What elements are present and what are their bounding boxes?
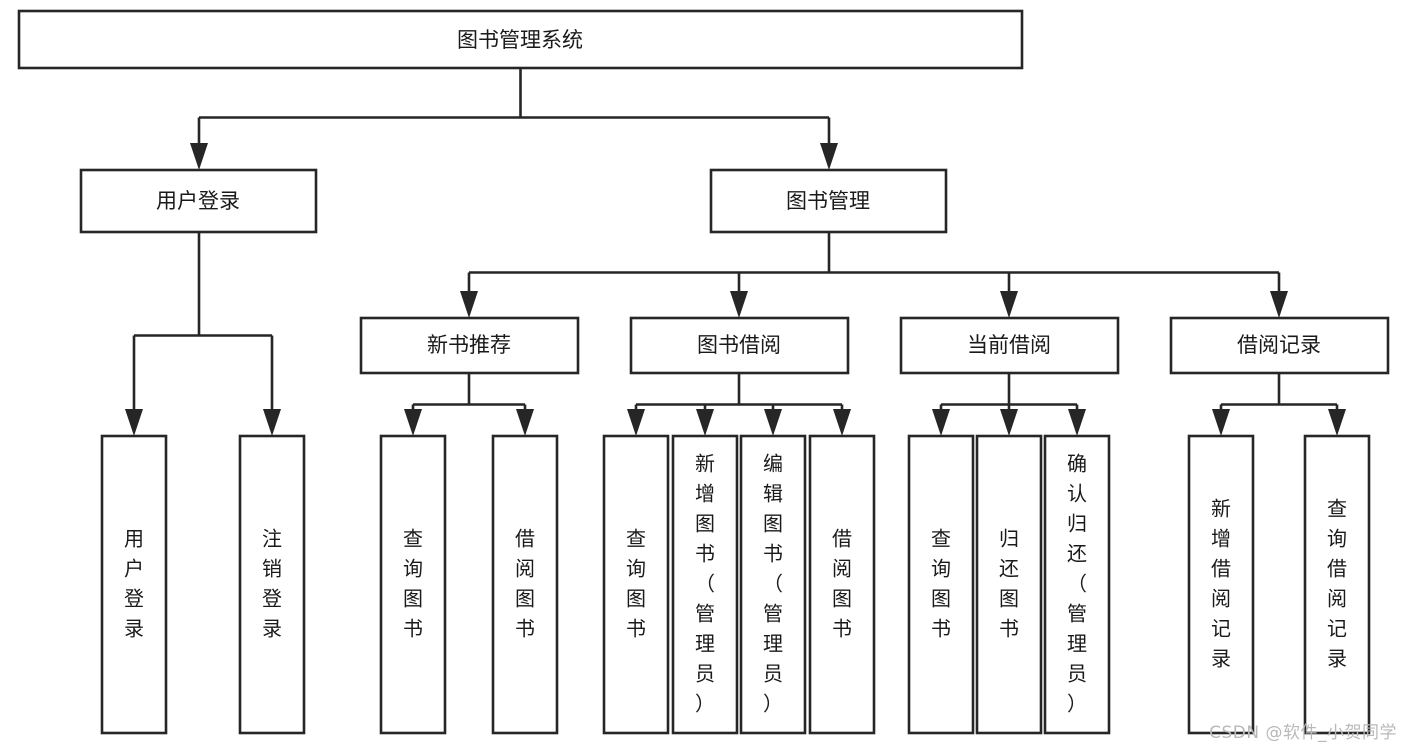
node-book-borrow-label: 图书借阅	[697, 333, 781, 357]
arrow-head-bm-child1	[730, 291, 748, 318]
node-leaf-label: 查询图书	[931, 527, 951, 641]
arrow-head-br-child1	[1328, 409, 1346, 436]
node-leaf-current-borrow-0[interactable]: 查询图书	[907, 434, 975, 735]
node-leaf-current-borrow-2[interactable]: 确认归还（管理员）	[1043, 434, 1111, 735]
arrow-head-ul-child1	[263, 409, 281, 436]
node-root-box[interactable]	[17, 9, 1024, 70]
arrow-head-nb-child1	[516, 409, 534, 436]
node-new-book-recommend[interactable]: 新书推荐	[359, 316, 580, 375]
node-borrow-record-box[interactable]	[1169, 316, 1390, 375]
csdn-watermark: CSDN @软件_小贺同学	[1209, 723, 1397, 743]
connector-group-book-borrow	[627, 373, 851, 436]
connector-group-root	[190, 68, 838, 170]
node-leaf-label: 查询图书	[403, 527, 423, 641]
node-user-login-label: 用户登录	[156, 189, 240, 213]
node-leaf-box[interactable]	[379, 434, 447, 735]
node-leaf-new-book-1[interactable]: 借阅图书	[491, 434, 559, 735]
arrow-head-ul-child0	[125, 409, 143, 436]
connector-group-new-book	[404, 373, 534, 436]
node-leaf-book-borrow-1[interactable]: 新增图书（管理员）	[671, 434, 739, 735]
node-current-borrow[interactable]: 当前借阅	[899, 316, 1120, 375]
arrow-head-user-login	[190, 143, 208, 170]
node-leaf-borrow-record-1[interactable]: 查询借阅记录	[1303, 434, 1371, 735]
node-leaf-label: 查询图书	[626, 527, 646, 641]
node-leaf-box[interactable]	[1303, 434, 1371, 735]
node-leaf-label: 借阅图书	[832, 527, 852, 641]
node-leaf-label: 新增图书（管理员）	[695, 452, 715, 716]
connector-group-book-manage	[460, 232, 1288, 318]
node-leaf-box[interactable]	[238, 434, 306, 735]
arrow-head-cb-child2	[1068, 409, 1086, 436]
node-book-borrow-box[interactable]	[629, 316, 850, 375]
node-leaf-label: 归还图书	[999, 527, 1019, 641]
connector-group-borrow-record	[1212, 373, 1346, 436]
connector-group-current-borrow	[932, 373, 1086, 436]
arrow-head-bb-child0	[627, 409, 645, 436]
node-leaf-label: 确认归还（管理员）	[1067, 452, 1087, 716]
node-leaf-user-login-0[interactable]: 用户登录	[100, 434, 168, 735]
node-leaf-borrow-record-0[interactable]: 新增借阅记录	[1187, 434, 1255, 735]
node-root-label: 图书管理系统	[457, 28, 583, 52]
node-leaf-box[interactable]	[602, 434, 670, 735]
node-leaf-label: 借阅图书	[515, 527, 535, 641]
arrow-head-nb-child0	[404, 409, 422, 436]
node-leaf-box[interactable]	[1043, 434, 1111, 735]
node-leaf-label: 新增借阅记录	[1211, 497, 1231, 671]
node-book-manage[interactable]: 图书管理	[709, 168, 948, 234]
node-leaf-label: 编辑图书（管理员）	[763, 452, 783, 716]
node-leaf-current-borrow-1[interactable]: 归还图书	[975, 434, 1043, 735]
node-user-login-box[interactable]	[79, 168, 318, 234]
connector-group-user-login	[125, 232, 281, 436]
arrow-head-bb-child2	[764, 409, 782, 436]
node-leaf-book-borrow-3[interactable]: 借阅图书	[808, 434, 876, 735]
node-leaf-box[interactable]	[907, 434, 975, 735]
node-leaf-book-borrow-0[interactable]: 查询图书	[602, 434, 670, 735]
node-leaf-box[interactable]	[975, 434, 1043, 735]
node-leaf-box[interactable]	[671, 434, 739, 735]
node-leaf-box[interactable]	[808, 434, 876, 735]
node-leaf-label: 查询借阅记录	[1327, 497, 1347, 671]
arrow-head-bm-child3	[1270, 291, 1288, 318]
node-new-book-recommend-box[interactable]	[359, 316, 580, 375]
node-leaf-label: 注销登录	[262, 527, 282, 641]
node-leaf-box[interactable]	[1187, 434, 1255, 735]
arrow-head-bb-child1	[696, 409, 714, 436]
node-root[interactable]: 图书管理系统	[17, 9, 1024, 70]
arrow-head-bm-child0	[460, 291, 478, 318]
node-book-borrow[interactable]: 图书借阅	[629, 316, 850, 375]
arrow-head-cb-child0	[932, 409, 950, 436]
node-leaf-new-book-0[interactable]: 查询图书	[379, 434, 447, 735]
arrow-head-bb-child3	[833, 409, 851, 436]
node-leaf-box[interactable]	[739, 434, 807, 735]
arrow-head-br-child0	[1212, 409, 1230, 436]
node-book-manage-label: 图书管理	[786, 189, 870, 213]
node-leaf-box[interactable]	[491, 434, 559, 735]
node-leaf-label: 用户登录	[124, 527, 144, 641]
node-new-book-recommend-label: 新书推荐	[427, 333, 511, 357]
node-leaf-box[interactable]	[100, 434, 168, 735]
arrow-head-bm-child2	[1000, 291, 1018, 318]
node-current-borrow-label: 当前借阅	[967, 333, 1051, 357]
node-borrow-record[interactable]: 借阅记录	[1169, 316, 1390, 375]
node-leaf-user-login-1[interactable]: 注销登录	[238, 434, 306, 735]
node-book-manage-box[interactable]	[709, 168, 948, 234]
arrow-head-book-manage	[820, 143, 838, 170]
node-borrow-record-label: 借阅记录	[1237, 333, 1321, 357]
node-leaf-book-borrow-2[interactable]: 编辑图书（管理员）	[739, 434, 807, 735]
arrow-head-cb-child1	[1000, 409, 1018, 436]
node-current-borrow-box[interactable]	[899, 316, 1120, 375]
node-user-login[interactable]: 用户登录	[79, 168, 318, 234]
